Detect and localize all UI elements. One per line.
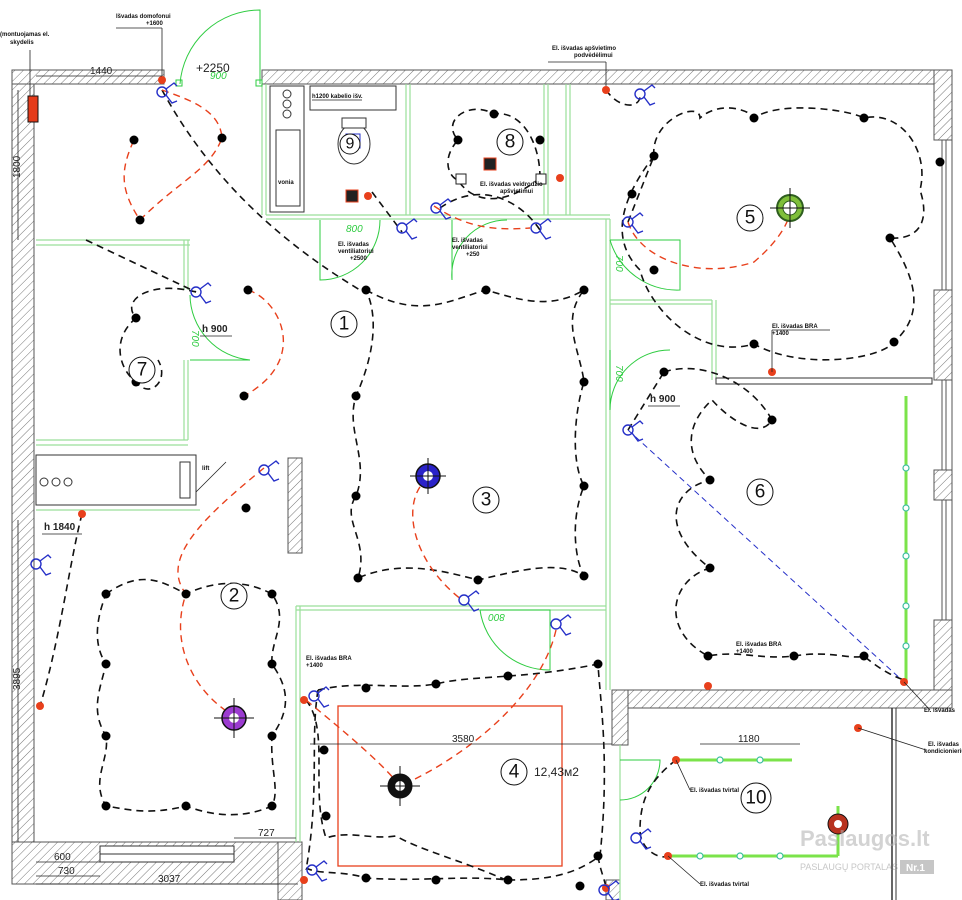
dim-2250: +2250 [196, 61, 230, 75]
door-width-700-a: 700 [189, 330, 200, 347]
dim-3580: 3580 [452, 734, 475, 745]
note-ac: El. išvadaskondicionieriui [924, 742, 962, 755]
room-number-7: 7 [137, 360, 148, 381]
dim-1440: 1440 [90, 66, 113, 77]
door-width-700-c: 700 [613, 365, 624, 382]
note-intercom: Išvadas domofonui+1600 [116, 14, 171, 27]
chandelier-green-icon [770, 188, 810, 228]
room-numbers: 1 2 3 4 12,43м2 5 6 7 8 9 10 [128, 128, 774, 814]
door-width-900: 900 [210, 71, 227, 82]
dim-600: 600 [54, 852, 71, 863]
door-width-800-a: 800 [346, 224, 363, 235]
watermark-text: Paslaugos.lt [800, 826, 930, 851]
door-width-700-b: 700 [613, 255, 624, 272]
height-900-b: h 900 [650, 394, 676, 405]
wiring-red [123, 89, 791, 787]
height-900-a: h 900 [202, 324, 228, 335]
room-number-10: 10 [745, 788, 766, 809]
door-labels: 900 700 700 700 800 800 [189, 71, 624, 622]
dim-1800: 1800 [12, 155, 23, 178]
note-bra-3: El. išvadas BRA+1400 [306, 656, 352, 669]
room6-top-wall [715, 377, 933, 385]
exterior-walls [11, 69, 953, 900]
note-bra-1: El. išvadas BRA+1400 [772, 324, 818, 337]
note-outlet: El. išvadas [924, 708, 956, 714]
room-number-9: 9 [346, 136, 355, 153]
room4-area: 12,43м2 [534, 765, 579, 779]
bathroom-fixtures [35, 85, 397, 506]
height-1840: h 1840 [44, 522, 76, 533]
chandelier-red-icon [827, 813, 849, 835]
chandelier-black-icon [380, 766, 420, 806]
note-panel: (montuojamas el.skydelis [0, 32, 50, 46]
note-strip-1: El. išvadas tvirtal [690, 788, 739, 794]
dim-727: 727 [258, 828, 275, 839]
note-fridge: lift [202, 466, 209, 472]
electrical-panel-icon [27, 95, 39, 123]
room-number-6: 6 [755, 482, 766, 503]
room4-ceiling-outline [337, 705, 563, 867]
door-width-800-b: 800 [488, 611, 505, 622]
room-number-8: 8 [505, 132, 516, 153]
led-strips [668, 396, 908, 858]
room-number-3: 3 [481, 490, 492, 511]
note-strip-2: El. išvadas tvirtal [700, 882, 749, 888]
led-nodes [696, 464, 910, 860]
dim-3037: 3037 [158, 874, 181, 885]
room-number-4: 4 [509, 762, 520, 783]
chandelier-blue-icon [410, 458, 446, 494]
note-bath: vonia [278, 180, 294, 186]
dim-3895: 3895 [12, 667, 23, 690]
dim-730: 730 [58, 866, 75, 877]
note-cable: h1200 kabelio išv. [312, 94, 363, 100]
room-number-1: 1 [339, 314, 350, 335]
callouts: (montuojamas el.skydelis Išvadas domofon… [0, 14, 962, 888]
watermark-tagline: PASLAUGŲ PORTALAS [800, 862, 898, 872]
wire-blue-diagonal [627, 429, 905, 683]
doors [175, 9, 681, 801]
watermark-badge: Nr.1 [906, 863, 925, 874]
note-bra-2: El. išvadas BRA+1400 [736, 642, 782, 655]
room-number-5: 5 [745, 208, 756, 229]
chandelier-purple-icon [214, 698, 254, 738]
interior-partitions [36, 84, 717, 900]
dimension-lines: 1440 1800 3895 600 730 3037 727 3580 118… [12, 61, 800, 885]
room-number-2: 2 [229, 586, 240, 607]
watermark-logo: Paslaugos.lt PASLAUGŲ PORTALAS Nr.1 [800, 826, 934, 874]
dim-1180: 1180 [738, 734, 760, 745]
